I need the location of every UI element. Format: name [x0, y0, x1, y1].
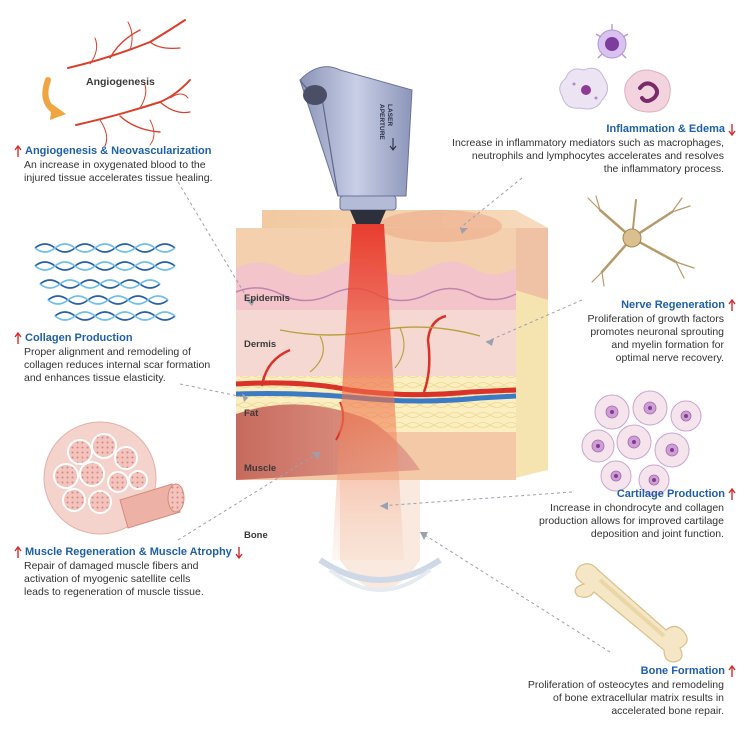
muscle-description: Repair of damaged muscle fibers and acti…: [14, 560, 254, 599]
up-arrow-icon: [728, 487, 736, 501]
angiogenesis-label: Angiogenesis: [86, 76, 155, 88]
cartilage-desc-line: production allows for improved cartilage: [538, 515, 724, 527]
cartilage-description: Increase in chondrocyte and collagen pro…: [500, 502, 736, 541]
muscle-block: Muscle Regeneration & Muscle Atrophy Rep…: [14, 545, 254, 599]
immune-cells-illustration: [559, 24, 671, 113]
muscle-desc-line: activation of myogenic satellite cells: [24, 573, 191, 585]
up-arrow-icon: [728, 664, 736, 678]
collagen-block: Collagen Production Proper alignment and…: [14, 331, 244, 385]
dermis-label: Dermis: [244, 339, 277, 350]
device-label-line1: LASER: [386, 104, 393, 126]
device-label-line2: APERTURE: [378, 104, 385, 140]
nerve-desc-line: Proliferation of growth factors: [587, 313, 724, 325]
muscle-title: Muscle Regeneration & Muscle Atrophy: [25, 546, 232, 558]
leader-lines: [177, 177, 611, 653]
cartilage-title-row: Cartilage Production: [500, 487, 736, 501]
bone-desc-line: of bone extracellular matrix results in: [553, 692, 724, 704]
cartilage-block: Cartilage Production Increase in chondro…: [500, 487, 736, 541]
cartilage-cells-illustration: [581, 390, 702, 496]
collagen-title-row: Collagen Production: [14, 331, 244, 345]
bone-desc-line: Proliferation of osteocytes and remodeli…: [527, 679, 724, 691]
down-arrow-icon: [728, 123, 736, 136]
angiogenesis-vessels-illustration: [67, 19, 191, 147]
fat-label: Fat: [244, 408, 259, 419]
bone-label: Bone: [244, 530, 268, 541]
cartilage-title: Cartilage Production: [616, 488, 725, 500]
up-arrow-icon: [728, 298, 736, 312]
angiogenesis-desc-line: An increase in oxygenated blood to the: [24, 159, 206, 171]
inflammation-block: Inflammation & Edema Increase in inflamm…: [440, 122, 736, 176]
up-arrow-icon: [14, 331, 22, 345]
nerve-desc-line: optimal nerve recovery.: [615, 352, 724, 364]
collagen-description: Proper alignment and remodeling of colla…: [14, 346, 244, 385]
inflammation-title-row: Inflammation & Edema: [440, 122, 736, 136]
bone-illustration: [574, 563, 688, 663]
muscle-title-row: Muscle Regeneration & Muscle Atrophy: [14, 545, 254, 559]
cartilage-desc-line: Increase in chondrocyte and collagen: [550, 502, 724, 514]
angiogenesis-desc-line: injured tissue accelerates tissue healin…: [24, 172, 213, 184]
laser-device: [299, 66, 413, 224]
angiogenesis-description: An increase in oxygenated blood to the i…: [14, 159, 244, 185]
collagen-desc-line: collagen reduces internal scar formation: [24, 359, 211, 371]
nerve-desc-line: promotes neuronal sprouting: [590, 326, 724, 338]
collagen-desc-line: and enhances tissue elasticity.: [24, 372, 166, 384]
angiogenesis-block: Angiogenesis & Neovascularization An inc…: [14, 144, 244, 185]
bone-desc-line: accelerated bone repair.: [611, 705, 724, 717]
muscle-desc-line: leads to regeneration of muscle tissue.: [24, 586, 204, 598]
nerve-title: Nerve Regeneration: [621, 299, 725, 311]
collagen-desc-line: Proper alignment and remodeling of: [24, 346, 191, 358]
angiogenesis-arrow-head: [50, 104, 66, 120]
device-arrow-icon: [389, 138, 397, 151]
up-arrow-icon: [14, 545, 22, 559]
nerve-description: Proliferation of growth factors promotes…: [520, 313, 736, 365]
laser-beam: [332, 224, 404, 560]
collagen-helix-illustration: [34, 243, 176, 321]
nerve-block: Nerve Regeneration Proliferation of grow…: [520, 298, 736, 365]
epidermis-label: Epidermis: [244, 293, 290, 304]
inflammation-title: Inflammation & Edema: [606, 123, 725, 135]
nerve-desc-line: and myelin formation for: [611, 339, 724, 351]
muscle-label: Muscle: [244, 463, 277, 474]
neuron-illustration: [587, 195, 695, 287]
angiogenesis-title: Angiogenesis & Neovascularization: [25, 145, 212, 157]
angiogenesis-title-row: Angiogenesis & Neovascularization: [14, 144, 244, 158]
inflammation-desc-line: Increase in inflammatory mediators such …: [452, 137, 724, 149]
bone-title-row: Bone Formation: [500, 664, 736, 678]
inflammation-desc-line: the inflammatory process.: [603, 163, 724, 175]
collagen-title: Collagen Production: [25, 332, 133, 344]
up-arrow-icon: [14, 144, 22, 158]
leader-arrowheads: [242, 228, 494, 540]
down-arrow-icon: [235, 546, 243, 559]
bone-description: Proliferation of osteocytes and remodeli…: [500, 679, 736, 718]
bone-title: Bone Formation: [640, 665, 725, 677]
bone-block: Bone Formation Proliferation of osteocyt…: [500, 664, 736, 718]
inflammation-description: Increase in inflammatory mediators such …: [440, 137, 736, 176]
muscle-fiber-illustration: [43, 421, 185, 535]
nerve-title-row: Nerve Regeneration: [520, 298, 736, 312]
inflammation-desc-line: neutrophils and lymphocytes accelerates …: [471, 150, 724, 162]
device-label: LASER APERTURE: [378, 104, 393, 140]
cartilage-desc-line: deposition and joint function.: [590, 528, 724, 540]
muscle-desc-line: Repair of damaged muscle fibers and: [24, 560, 199, 572]
